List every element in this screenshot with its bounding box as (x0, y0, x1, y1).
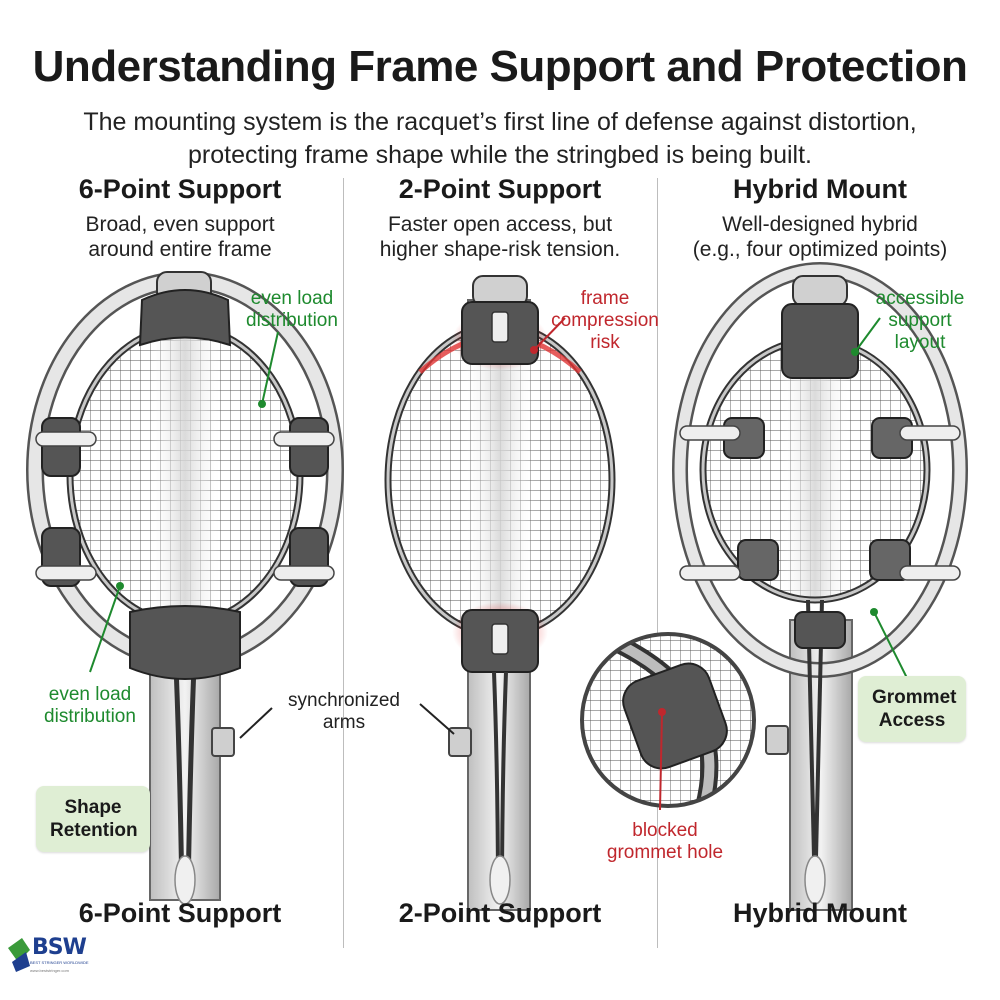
adjust-knob-icon (765, 725, 789, 755)
blocked-grommet-zoom (580, 632, 756, 811)
two-point-illustration (384, 275, 616, 911)
page-title: Understanding Frame Support and Protecti… (32, 42, 968, 91)
column-title-hybrid: Hybrid Mount (733, 174, 907, 204)
six-point-illustration (26, 271, 344, 905)
annotation-blocked-grommet: blocked grommet hole (590, 820, 740, 864)
desc-line: Broad, even support (85, 213, 275, 236)
adjust-knob-icon (211, 727, 235, 757)
desc-line: Well-designed hybrid (722, 213, 918, 236)
annotation-line: blocked (632, 820, 698, 841)
annotation-line: even load (250, 288, 334, 309)
column-divider-1 (343, 178, 344, 948)
annotation-line: synchronized (288, 690, 400, 711)
support-pad (41, 417, 81, 477)
annotation-line: accessible (875, 288, 965, 309)
column-footer-six-point: 6-Point Support (78, 898, 282, 928)
annotation-line: distribution (246, 310, 338, 331)
support-pad (622, 662, 728, 770)
logo-tagline: BEST STRINGER WORLDWIDE (30, 960, 89, 965)
support-pad (737, 539, 779, 581)
page-subtitle: The mounting system is the racquet’s fir… (40, 106, 960, 172)
top-knob-icon (792, 275, 848, 307)
column-footer-hybrid: Hybrid Mount (733, 898, 907, 928)
annotation-line: layout (894, 332, 946, 353)
tag-line: Shape (64, 797, 122, 818)
annotation-even-load-bottom: even load distribution (30, 684, 150, 728)
annotation-synchronized-arms: synchronized arms (270, 690, 418, 734)
logo-mark-icon (8, 938, 30, 972)
support-pad (794, 611, 846, 649)
tag-line: Access (878, 710, 946, 731)
annotation-line: frame (580, 288, 630, 309)
column-title-six-point: 6-Point Support (78, 174, 282, 204)
annotation-even-load-top: even load distribution (232, 288, 352, 332)
shape-retention-tag: Shape Retention (36, 786, 150, 852)
desc-line: around entire frame (88, 238, 272, 261)
desc-line: higher shape-risk tension. (379, 238, 621, 261)
annotation-accessible-layout: accessible support layout (862, 288, 978, 354)
desc-line: Faster open access, but (387, 213, 613, 236)
subtitle-line-2: protecting frame shape while the stringb… (188, 141, 812, 169)
annotation-line: compression (551, 310, 659, 331)
logo-name: BSW (32, 935, 87, 960)
column-divider-2 (657, 178, 658, 948)
annotation-frame-compression: frame compression risk (540, 288, 670, 354)
annotation-line: distribution (44, 706, 136, 727)
annotation-line: arms (322, 712, 366, 733)
column-desc-hybrid: Well-designed hybrid (e.g., four optimiz… (655, 212, 985, 262)
hybrid-illustration (672, 262, 968, 911)
annotation-line: even load (48, 684, 132, 705)
column-footer-two-point: 2-Point Support (398, 898, 602, 928)
desc-line: (e.g., four optimized points) (692, 238, 948, 261)
tag-line: Retention (50, 820, 138, 841)
column-desc-two-point: Faster open access, but higher shape-ris… (335, 212, 665, 262)
annotation-line: risk (590, 332, 620, 353)
column-desc-six-point: Broad, even support around entire frame (15, 212, 345, 262)
adjust-knob-icon (448, 727, 472, 757)
support-pad (129, 605, 241, 680)
annotation-line: support (888, 310, 952, 331)
subtitle-line-1: The mounting system is the racquet’s fir… (83, 108, 917, 136)
support-pad (138, 289, 232, 347)
column-title-two-point: 2-Point Support (398, 174, 602, 204)
annotation-line: grommet hole (606, 842, 724, 863)
tag-line: Grommet (872, 687, 957, 708)
grommet-access-tag: Grommet Access (858, 676, 966, 742)
support-pad (289, 417, 329, 477)
support-pad (781, 303, 859, 379)
logo-url: www.beststringer.com (30, 968, 69, 973)
